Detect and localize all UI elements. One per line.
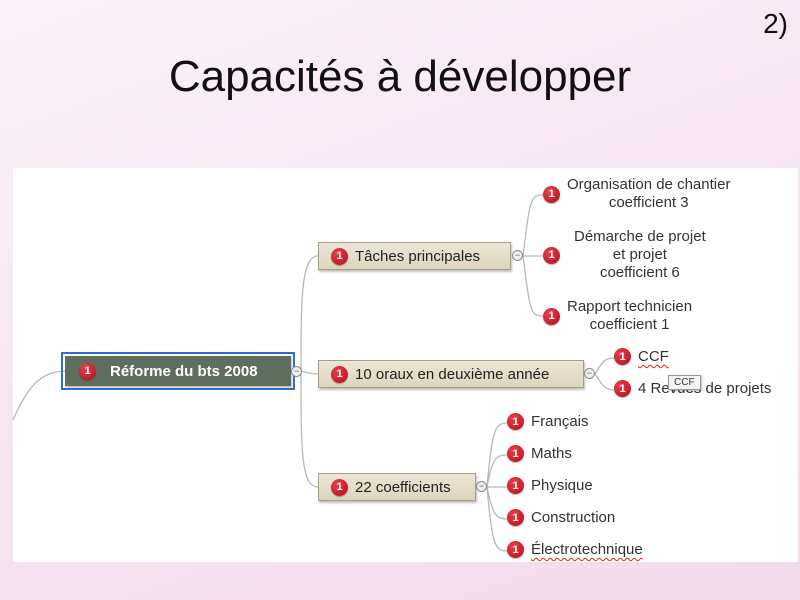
leaf-label: Maths <box>531 445 572 462</box>
leaf-line: coefficient 6 <box>599 264 680 281</box>
collapse-icon[interactable]: − <box>291 366 302 377</box>
priority-1-icon: 1 <box>543 307 560 325</box>
tooltip: CCF <box>668 375 701 390</box>
connector-leaf-1-3 <box>522 255 544 317</box>
central-topic-label: Réforme du bts 2008 <box>110 362 258 380</box>
priority-1-icon: 1 <box>507 445 524 462</box>
priority-1-icon: 1 <box>614 380 631 397</box>
connector-branch-3 <box>300 370 319 488</box>
leaf-label: Électrotechnique <box>531 541 643 558</box>
leaf-construction[interactable]: 1 Construction <box>507 509 615 526</box>
connector-leaf-2-2 <box>594 373 615 391</box>
priority-1-icon: 1 <box>331 478 348 496</box>
collapse-icon[interactable]: − <box>584 368 595 379</box>
connector-branch-1 <box>300 255 319 372</box>
priority-1-icon: 1 <box>543 185 560 203</box>
leaf-organisation-de-chantier[interactable]: 1 Organisation de chantier coefficient 3 <box>543 176 730 212</box>
collapse-icon[interactable]: − <box>476 481 487 492</box>
collapse-icon[interactable]: − <box>512 250 523 261</box>
priority-1-icon: 1 <box>543 246 560 264</box>
priority-1-icon: 1 <box>614 348 631 365</box>
branch-oraux[interactable]: 1 10 oraux en deuxième année <box>318 360 584 388</box>
priority-1-icon: 1 <box>331 247 348 265</box>
slide-title: Capacités à développer <box>168 52 632 101</box>
priority-1-icon: 1 <box>507 477 524 494</box>
leaf-demarche-de-projet[interactable]: 1 Démarche de projet et projet coefficie… <box>543 228 706 282</box>
connector-leaf-2-1 <box>594 357 615 375</box>
branch-label: Tâches principales <box>355 247 481 265</box>
priority-1-icon: 1 <box>507 541 524 558</box>
connector-root-in <box>12 370 66 421</box>
branch-taches-principales[interactable]: 1 Tâches principales <box>318 242 511 270</box>
leaf-label: Physique <box>531 477 593 494</box>
leaf-label: 4 Revues de projets <box>638 380 772 397</box>
leaf-maths[interactable]: 1 Maths <box>507 445 572 462</box>
central-topic[interactable]: 1 Réforme du bts 2008 <box>61 352 295 390</box>
priority-1-icon: 1 <box>507 413 524 430</box>
connector-leaf-3-5 <box>486 486 508 552</box>
branch-label: 10 oraux en deuxième année <box>355 365 550 383</box>
connector-leaf-3-1 <box>486 422 508 488</box>
leaf-rapport-technicien[interactable]: 1 Rapport technicien coefficient 1 <box>543 298 692 334</box>
priority-1-icon: 1 <box>331 365 348 383</box>
slide-number: 2) <box>763 8 788 39</box>
leaf-line: Rapport technicien <box>567 298 693 315</box>
leaf-line: coefficient 1 <box>589 316 670 333</box>
leaf-line: et projet <box>612 246 667 263</box>
leaf-line: coefficient 3 <box>608 194 689 211</box>
leaf-ccf[interactable]: 1 CCF <box>614 348 669 365</box>
leaf-electrotechnique[interactable]: 1 Électrotechnique <box>507 541 643 558</box>
leaf-line: Organisation de chantier <box>567 176 731 193</box>
leaf-label: Français <box>531 413 589 430</box>
leaf-physique[interactable]: 1 Physique <box>507 477 593 494</box>
connector-leaf-3-4 <box>486 486 508 520</box>
connector-leaf-1-1 <box>522 194 544 257</box>
priority-1-icon: 1 <box>507 509 524 526</box>
branch-coefficients[interactable]: 1 22 coefficients <box>318 473 476 501</box>
branch-label: 22 coefficients <box>355 478 451 496</box>
connector-branch-2 <box>300 370 319 375</box>
priority-1-icon: 1 <box>79 362 96 380</box>
leaf-francais[interactable]: 1 Français <box>507 413 589 430</box>
leaf-line: Démarche de projet <box>574 228 706 245</box>
leaf-label: CCF <box>638 348 669 365</box>
connector-leaf-3-2 <box>486 454 508 488</box>
leaf-label: Construction <box>531 509 616 526</box>
